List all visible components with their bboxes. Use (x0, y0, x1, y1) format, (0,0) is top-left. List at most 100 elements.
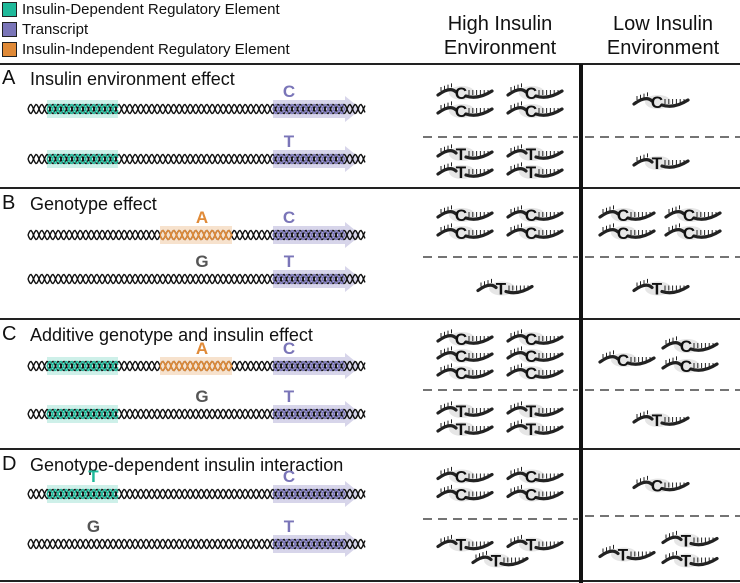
panel-c-row-2-high-transcript-4-letter: T (526, 420, 537, 439)
panel-c-row-1-dna-independent-strand-2 (159, 360, 233, 372)
panel-c-row-1-high-transcript-4-letter: C (525, 330, 537, 349)
panel-a-row-2-high-transcript-2-tail-right (464, 168, 494, 178)
panel-a-row-1-high-transcript-3-letter: C (525, 84, 537, 103)
panel-b-row-1-transcript-allele: C (283, 208, 295, 227)
panel-d-row-2-low-transcript-2: T (661, 530, 719, 551)
panel-d-row-2-dna-strand-2 (27, 538, 366, 550)
panel-c-row-2-high-transcript-3-tail-left (506, 406, 528, 415)
panel-d-row-2-dna-transcript-strand-1 (272, 538, 346, 550)
panel-b-row-2-low-transcript-1: T (632, 278, 690, 299)
panel-c-row-1-high-transcript-2: C (436, 346, 494, 366)
panel-b-row-1-high-transcript-3-tail-right (534, 211, 564, 221)
legend-label-insulin-dependent: Insulin-Dependent Regulatory Element (22, 0, 280, 18)
legend-label-insulin-independent: Insulin-Independent Regulatory Element (22, 40, 290, 58)
panel-d-row-1-high-transcript-4: C (506, 484, 564, 505)
panel-d-row-2-low-transcript-3-tail-left (661, 555, 683, 565)
panel-d-row-1-high-transcript-2: C (436, 484, 494, 505)
panel-d-row-1-high-transcript-2-tail-right (464, 490, 494, 501)
panel-d-row-1-high-transcript-4-letter: C (525, 486, 537, 505)
panel-c-row-2-high-transcript-2-tail-right (464, 425, 494, 435)
panel-a-row-1-dna-transcript-strand-2 (272, 103, 346, 115)
panel-c-row-1-low-transcript-1: C (598, 350, 656, 370)
panel-b-row-1-low-transcript-1-tail-left (598, 210, 620, 219)
panel-b-row-1-low-transcript-1: C (598, 205, 656, 225)
panel-d-row-2-high-transcript-3-tail-right (499, 556, 529, 567)
panel-c-row-2-high-transcript-4: T (506, 419, 564, 439)
panel-d-row-2-high-transcript-3-tail-left (471, 555, 493, 565)
panel-a-row-2-high-transcript-3: T (506, 144, 564, 164)
panel-d-row-2-low-transcript-2-tail-right (689, 536, 719, 547)
panel-b-row-2-low-transcript-1-letter: T (652, 280, 663, 299)
panel-a-row-2-low-transcript-1-tail-left (632, 158, 654, 167)
panel-a-row-2-high-transcript-4-tail-left (506, 167, 528, 176)
panel-b-row-1-independent-allele: A (196, 208, 208, 227)
panel-b-row-1-low-transcript-1-tail-right (626, 211, 656, 221)
panel-b-row-2-dna-strand-2 (27, 273, 366, 285)
panel-c-row-2-high-transcript-1-tail-left (436, 406, 458, 415)
panel-a-row-1-high-transcript-1-letter: C (455, 84, 467, 103)
panel-a-row-1-high-transcript-1-tail-right (464, 89, 494, 99)
panel-d-row-1-high-transcript-1: C (436, 466, 494, 487)
panel-b-row-2-transcript-allele: T (284, 252, 295, 271)
panel-c-row-1-dna-dependent-strand-1 (46, 360, 119, 372)
panel-c-row-2-dna-dependent-strand-2 (46, 408, 119, 420)
panel-a-row-1-high-transcript-4-letter: C (525, 102, 537, 121)
panel-d-row-2-high-transcript-1-tail-left (436, 539, 458, 549)
panel-a-row-1-low-transcript-1-tail-right (660, 98, 690, 108)
panel-d-row-1-dependent-allele: T (88, 467, 99, 486)
panel-c-row-2-high-transcript-4-tail-right (534, 425, 564, 435)
panel-c-row-1-high-transcript-2-tail-left (436, 351, 458, 360)
panel-title-b: Genotype effect (30, 194, 157, 214)
panel-b-row-1-high-transcript-4: C (506, 223, 564, 243)
panel-b-row-1-dna-transcript-strand-1 (272, 229, 346, 241)
panel-c-row-1-low-transcript-3: C (661, 356, 719, 376)
panel-d-row-1-low-transcript-1-letter: C (651, 477, 663, 496)
panel-c-row-1-low-transcript-3-letter: C (680, 357, 692, 376)
panel-c-row-2-low-transcript-1: T (632, 410, 690, 430)
panel-b-row-1-high-transcript-4-letter: C (525, 224, 537, 243)
panel-c-row-2-high-transcript-1: T (436, 401, 494, 421)
panel-b-row-1-low-transcript-2-tail-right (626, 229, 656, 239)
panel-b-row-1-high-transcript-3-tail-left (506, 210, 528, 219)
panel-c-row-1-high-transcript-4-tail-left (506, 334, 528, 343)
panel-c-row-2-high-transcript-1-tail-right (464, 407, 494, 417)
panel-c-row-1-high-transcript-3-letter: C (455, 364, 467, 383)
panel-a-row-1-high-transcript-3: C (506, 83, 564, 103)
panel-a-row-2-dna-transcript-strand-2 (272, 153, 346, 165)
panel-c-row-1-high-transcript-1-letter: C (455, 330, 467, 349)
panel-c-row-2-high-transcript-3-tail-right (534, 407, 564, 417)
panel-b-row-1-low-transcript-3-tail-left (664, 210, 686, 219)
panel-d-row-1-transcript-allele: C (283, 467, 295, 486)
column-header-low-insulin: Low Insulin Environment (586, 12, 740, 60)
panel-d-row-2-low-transcript-1-tail-right (626, 550, 656, 561)
panel-a-row-2-high-transcript-3-tail-right (534, 150, 564, 160)
panel-d-row-1-low-transcript-1: C (632, 475, 690, 496)
panel-c-row-1-high-transcript-6-letter: C (525, 364, 537, 383)
column-header-high-line2: Environment (443, 37, 557, 59)
legend-item-insulin-independent: Insulin-Independent Regulatory Element (2, 40, 290, 58)
panel-c-row-2-high-transcript-2-letter: T (456, 420, 467, 439)
panel-b-row-1-low-transcript-4-letter: C (683, 224, 695, 243)
panel-title-c: Additive genotype and insulin effect (30, 325, 313, 345)
panel-a-row-2-high-transcript-1-tail-right (464, 150, 494, 160)
panel-c-row-1-high-transcript-4-tail-right (534, 335, 564, 345)
panel-d-row-2-low-transcript-1-letter: T (618, 546, 629, 565)
panel-d-row-2-low-transcript-3-tail-right (689, 556, 719, 567)
panel-b-row-1-high-transcript-2-tail-right (464, 229, 494, 239)
panel-b-row-2-high-transcript-1: T (476, 278, 534, 299)
panel-c-row-1-high-transcript-1-tail-right (464, 335, 494, 345)
panel-a-row-1-dna-dependent-strand-1 (46, 103, 119, 115)
panel-b-row-2-low-transcript-1-tail-left (632, 283, 654, 293)
panel-a-row-2-low-transcript-1-tail-right (660, 159, 690, 169)
panel-c-row-2-high-transcript-4-tail-left (506, 424, 528, 433)
panel-c-row-1-high-transcript-4: C (506, 329, 564, 349)
panel-a-row-2-high-transcript-4-letter: T (526, 163, 537, 182)
panel-c-row-2-high-transcript-1-letter: T (456, 402, 467, 421)
panel-d-row-1-dna-dependent-strand-2 (46, 488, 119, 500)
panel-c-row-1-low-transcript-1-letter: C (617, 351, 629, 370)
panel-c-row-2-high-transcript-2: T (436, 419, 494, 439)
panel-a-row-2-transcript-allele: T (284, 132, 295, 151)
panel-a-row-1-high-transcript-3-tail-right (534, 89, 564, 99)
panel-d-row-1-high-transcript-3: C (506, 466, 564, 487)
panel-a-row-2-low-transcript-1-letter: T (652, 154, 663, 173)
